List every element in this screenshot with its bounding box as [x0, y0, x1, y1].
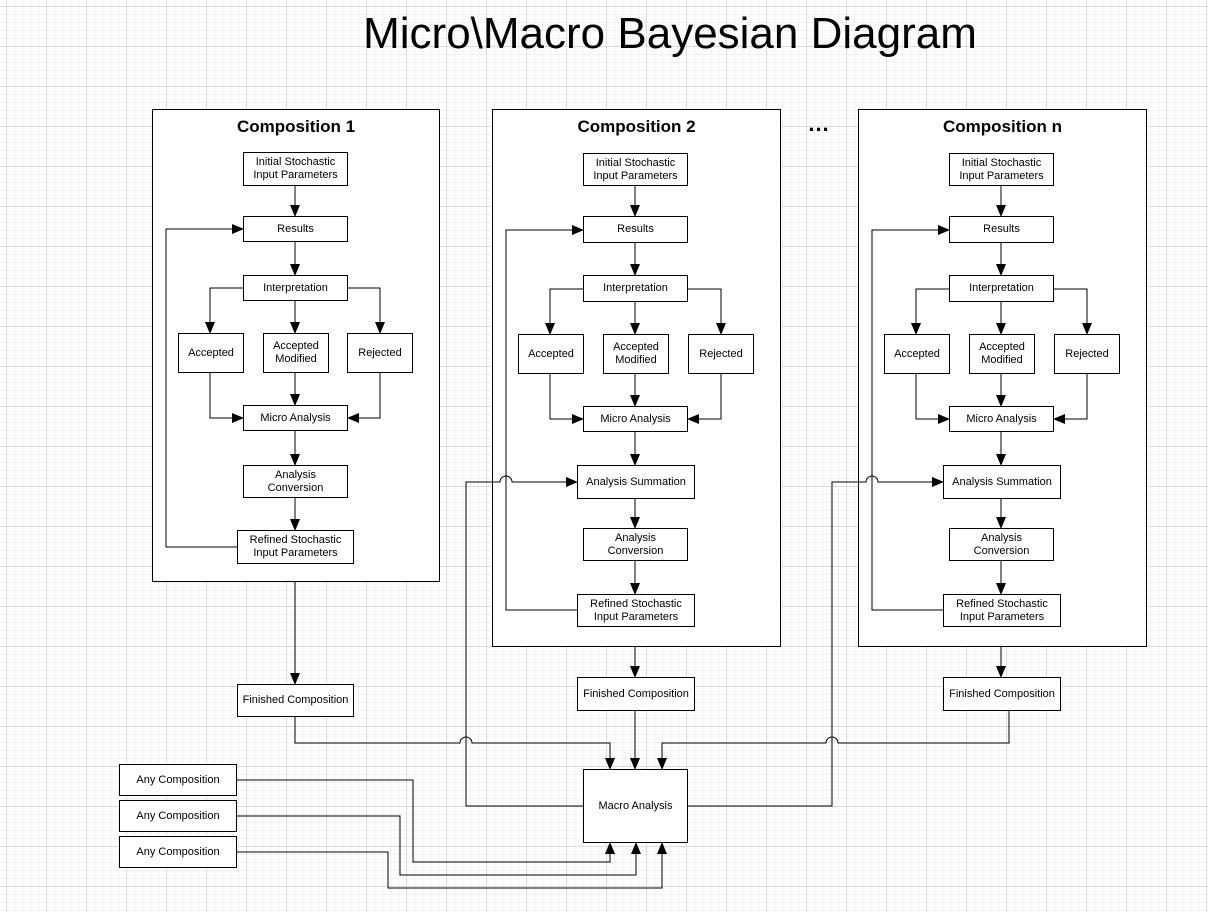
macro-feedback-to-cn-sum: [688, 475, 944, 807]
c2-accepted-modified-node[interactable]: Accepted Modified: [603, 334, 669, 374]
cn-accepted-modified-node[interactable]: Accepted Modified: [969, 334, 1035, 374]
cn-interpretation-node[interactable]: Interpretation: [949, 275, 1054, 302]
c1-initial-node[interactable]: Initial Stochastic Input Parameters: [243, 152, 348, 186]
c2-finished-node[interactable]: Finished Composition: [577, 677, 695, 711]
cn-loop-refined-results: [871, 225, 950, 611]
any-composition-node-3[interactable]: Any Composition: [119, 836, 237, 868]
c1-accepted-modified-node[interactable]: Accepted Modified: [263, 333, 329, 373]
cn-refined-node[interactable]: Refined Stochastic Input Parameters: [943, 594, 1061, 627]
composition-1-title: Composition 1: [236, 117, 356, 136]
cn-finished-to-macro: [657, 711, 1010, 770]
any-composition-node-2[interactable]: Any Composition: [119, 800, 237, 832]
ellipsis: ...: [808, 111, 830, 136]
c2-arrow-interp-accepted: [545, 288, 583, 335]
c2-analysis-summation-node[interactable]: Analysis Summation: [577, 465, 695, 499]
c1-rejected-node[interactable]: Rejected: [347, 333, 413, 373]
cn-initial-node[interactable]: Initial Stochastic Input Parameters: [949, 153, 1054, 186]
c1-finished-to-macro: [294, 717, 615, 770]
c1-analysis-conversion-node[interactable]: Analysis Conversion: [243, 465, 348, 498]
c2-loop-refined-results: [505, 225, 584, 611]
cn-arrow-interp-rejected: [1054, 288, 1092, 335]
cn-rejected-node[interactable]: Rejected: [1054, 334, 1120, 374]
cn-results-node[interactable]: Results: [949, 216, 1054, 243]
c2-accepted-node[interactable]: Accepted: [518, 334, 584, 374]
c1-results-node[interactable]: Results: [243, 216, 348, 242]
c1-refined-node[interactable]: Refined Stochastic Input Parameters: [237, 530, 354, 564]
c1-accepted-node[interactable]: Accepted: [178, 333, 244, 373]
c1-arrow-interp-rejected: [348, 287, 385, 334]
c1-arrow-interp-accepted: [205, 287, 243, 334]
composition-n-title: Composition n: [943, 117, 1062, 136]
c2-rejected-node[interactable]: Rejected: [688, 334, 754, 374]
c2-arrow-accepted-micro: [549, 374, 584, 424]
c2-refined-node[interactable]: Refined Stochastic Input Parameters: [577, 594, 695, 627]
c2-initial-node[interactable]: Initial Stochastic Input Parameters: [583, 153, 688, 186]
c2-interpretation-node[interactable]: Interpretation: [583, 275, 688, 302]
composition-2-title: Composition 2: [577, 117, 696, 136]
c2-analysis-conversion-node[interactable]: Analysis Conversion: [583, 528, 688, 561]
cn-finished-node[interactable]: Finished Composition: [943, 677, 1061, 711]
c2-results-node[interactable]: Results: [583, 216, 688, 243]
c1-finished-node[interactable]: Finished Composition: [237, 684, 354, 717]
c1-loop-refined-results: [165, 224, 244, 548]
macro-feedback-to-c2-sum: [465, 475, 583, 807]
any-composition-node-1[interactable]: Any Composition: [119, 764, 237, 796]
cn-micro-analysis-node[interactable]: Micro Analysis: [949, 406, 1054, 432]
cn-arrow-interp-accepted: [911, 288, 949, 335]
any-3-to-macro: [237, 842, 667, 889]
diagram-title: Micro\Macro Bayesian Diagram: [363, 9, 977, 58]
c2-arrow-rejected-micro: [687, 374, 722, 424]
c2-micro-analysis-node[interactable]: Micro Analysis: [583, 406, 688, 432]
cn-arrow-rejected-micro: [1053, 374, 1088, 424]
macro-analysis-node[interactable]: Macro Analysis: [583, 769, 688, 843]
any-1-to-macro: [237, 779, 615, 863]
c1-arrow-rejected-micro: [347, 373, 381, 423]
cn-arrow-accepted-micro: [915, 374, 950, 424]
cn-accepted-node[interactable]: Accepted: [884, 334, 950, 374]
c1-micro-analysis-node[interactable]: Micro Analysis: [243, 405, 348, 431]
c1-arrow-accepted-micro: [209, 373, 244, 423]
cn-analysis-summation-node[interactable]: Analysis Summation: [943, 465, 1061, 499]
cn-analysis-conversion-node[interactable]: Analysis Conversion: [949, 528, 1054, 561]
any-2-to-macro: [237, 815, 641, 876]
c1-interpretation-node[interactable]: Interpretation: [243, 275, 348, 301]
c2-arrow-interp-rejected: [688, 288, 726, 335]
